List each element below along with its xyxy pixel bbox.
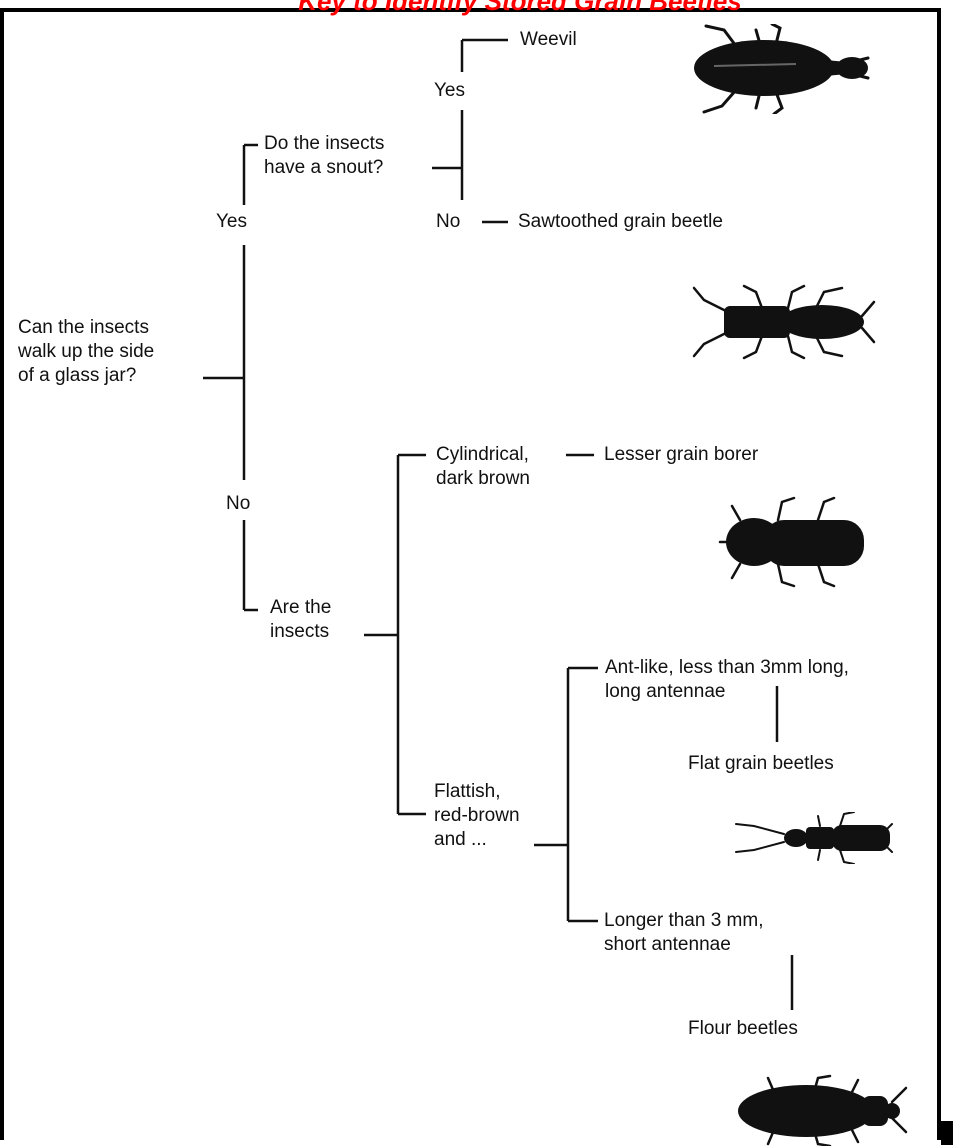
root-yes-label: Yes	[216, 211, 247, 232]
root-question: Can the insects walk up the side of a gl…	[18, 317, 155, 386]
flour-beetles-label: Flour beetles	[688, 1018, 798, 1039]
cylindrical-option: Cylindrical, dark brown	[436, 444, 530, 489]
weevil-beetle-icon	[694, 24, 870, 114]
are-the-insects-question: Are the insects	[270, 597, 332, 642]
sawtoothed-label: Sawtoothed grain beetle	[518, 211, 723, 232]
page-title: Key to Identify Stored Grain Beetles	[298, 0, 742, 16]
flat-grain-beetles-label: Flat grain beetles	[688, 753, 834, 774]
antlike-option: Ant-like, less than 3mm long, long anten…	[605, 657, 849, 702]
snout-yes-label: Yes	[434, 80, 465, 101]
snout-no-label: No	[436, 211, 461, 232]
diagram-frame	[0, 8, 941, 1140]
flour-beetle-icon	[738, 1074, 908, 1146]
snout-question: Do the insects have a snout?	[264, 133, 385, 178]
lesser-grain-borer-icon	[718, 496, 864, 588]
longer-option: Longer than 3 mm, short antennae	[604, 910, 764, 955]
flattish-option: Flattish, red-brown and ...	[434, 781, 520, 850]
sawtoothed-beetle-icon	[692, 284, 876, 360]
root-no-label: No	[226, 493, 251, 514]
frame-corner	[941, 1121, 953, 1145]
flat-grain-beetle-icon	[735, 812, 893, 864]
lesser-grain-borer-label: Lesser grain borer	[604, 444, 759, 465]
weevil-label: Weevil	[520, 29, 577, 50]
